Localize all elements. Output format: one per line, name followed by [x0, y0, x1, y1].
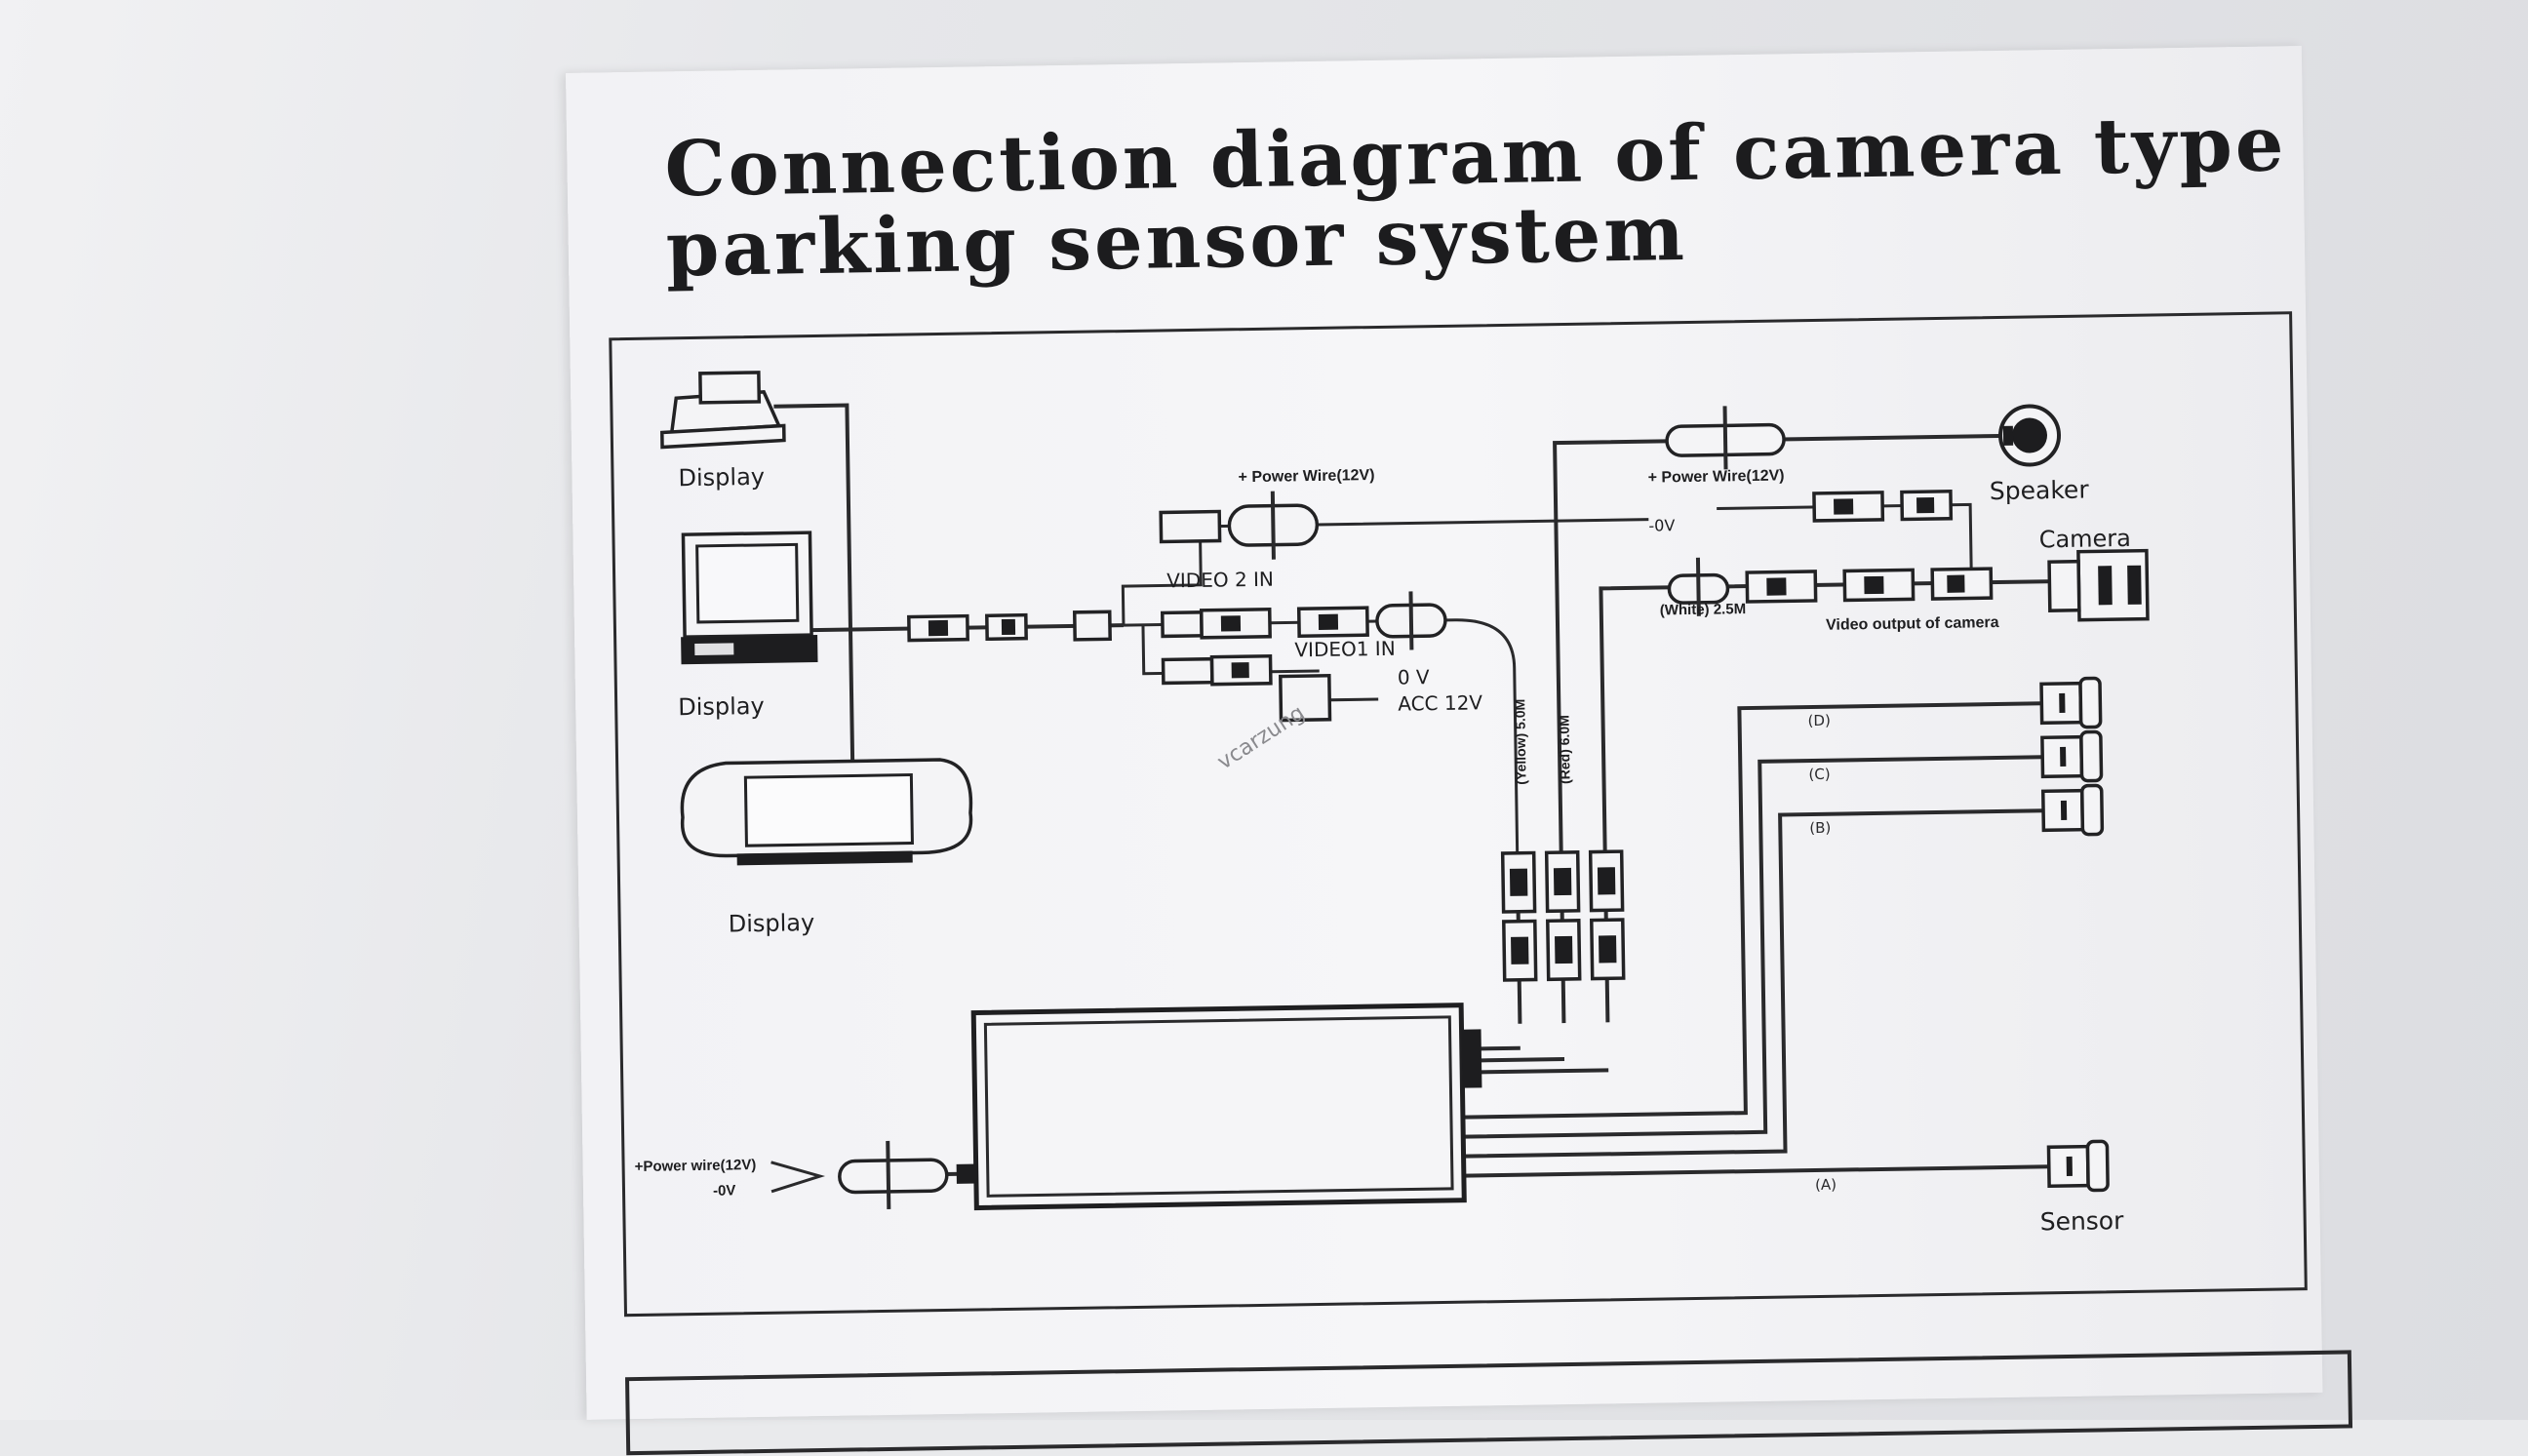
- sensor-b: [2040, 783, 2105, 837]
- wire-power-top: [1121, 518, 1649, 626]
- label-video2-in: VIDEO 2 IN: [1166, 568, 1274, 593]
- wire-display-bottom: [848, 629, 855, 767]
- label-speaker: Speaker: [1990, 476, 2090, 506]
- wire-video2: [1123, 618, 1520, 873]
- harness-connectors: [907, 610, 1112, 643]
- label-acc-12v: ACC 12V: [1398, 690, 1482, 715]
- label-cable-yellow: (Yellow) 5.0M: [1512, 699, 1528, 785]
- video2-connectors: [1160, 591, 1447, 650]
- display-mid-indash: [681, 531, 818, 665]
- manual-page: Connection diagram of camera type parkin…: [566, 46, 2353, 1456]
- label-cable-white: (White) 2.5M: [1660, 601, 1747, 618]
- label-cable-red: (Red) 6.0M: [1556, 715, 1572, 784]
- wire-speaker: [1553, 433, 2009, 873]
- label-sensor-a: (A): [1815, 1176, 1837, 1194]
- wire-sensor-c: [1463, 755, 2043, 1139]
- camera-device: [1667, 489, 2150, 622]
- watermark-text: vcarzung: [1213, 701, 1309, 775]
- label-video1-in: VIDEO1 IN: [1294, 637, 1396, 662]
- label-display-bottom: Display: [729, 909, 815, 937]
- diagram-frame: Display Display Display + Power Wire(12V…: [609, 311, 2308, 1318]
- label-sensor-d: (D): [1807, 712, 1831, 729]
- connection-diagram: Display Display Display + Power Wire(12V…: [634, 371, 2150, 1236]
- rca-couplers: [1500, 849, 1626, 982]
- speaker-device: [1665, 404, 2062, 470]
- control-box: [956, 1003, 1609, 1211]
- wire-display-top: [773, 403, 852, 630]
- page-title: Connection diagram of camera type parkin…: [664, 99, 2288, 295]
- video1-connectors: [1161, 653, 1332, 723]
- label-minus-0v-box: -0V: [713, 1182, 736, 1199]
- fuse-holder-top: [1159, 491, 1320, 560]
- label-0v: 0 V: [1398, 665, 1430, 689]
- sensor-a: [2046, 1139, 2110, 1193]
- display-top-monitor: [660, 371, 786, 450]
- label-sensor: Sensor: [2039, 1206, 2124, 1236]
- label-camera: Camera: [2038, 525, 2131, 553]
- label-minus-0v-camera: -0V: [1648, 516, 1675, 534]
- label-display-mid: Display: [678, 692, 765, 721]
- label-display-top: Display: [678, 463, 765, 492]
- fuse-holder-box: [770, 1140, 949, 1209]
- sensor-c: [2040, 729, 2104, 783]
- label-power-wire-camera: + Power Wire(12V): [1648, 467, 1785, 486]
- label-power-wire-box: +Power wire(12V): [634, 1157, 756, 1175]
- display-bottom-mirror: [680, 758, 973, 866]
- label-sensor-c: (C): [1808, 766, 1830, 783]
- wire-sensor-a: [1463, 1164, 2049, 1178]
- label-power-wire-top: + Power Wire(12V): [1238, 467, 1374, 486]
- wire-camera-video: [1599, 578, 2079, 872]
- label-video-output: Video output of camera: [1826, 614, 1999, 634]
- title-line-2: parking sensor system: [665, 188, 1688, 295]
- wire-sensor-b: [1463, 808, 2044, 1159]
- label-sensor-b: (B): [1809, 819, 1831, 837]
- next-section-frame: [625, 1350, 2353, 1456]
- wire-sensor-d: [1462, 701, 2042, 1120]
- sensor-d: [2039, 676, 2103, 729]
